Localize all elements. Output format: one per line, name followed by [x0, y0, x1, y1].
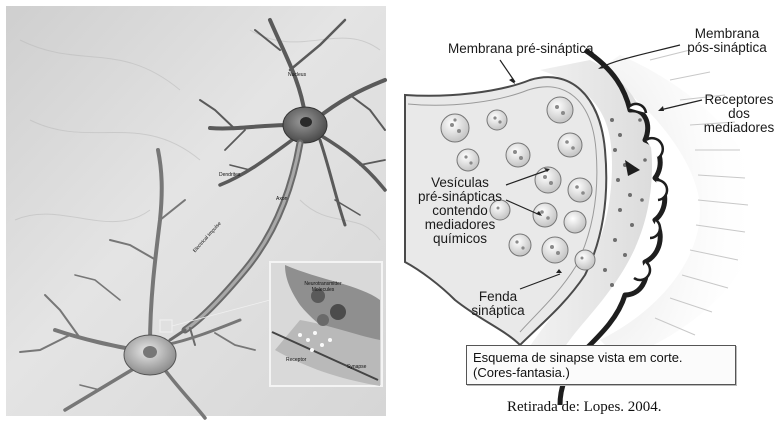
label-receptor: Receptor: [286, 357, 306, 363]
label-receptores: Receptores dos mediadores: [696, 93, 782, 135]
caption-line2: (Cores-fantasia.): [473, 366, 570, 380]
label-vesiculas-line2: pré-sinápticas: [408, 190, 512, 204]
label-receptores-line3: mediadores: [696, 121, 782, 135]
neuron-illustration: [6, 6, 386, 418]
caption-line1: Esquema de sinapse vista em corte.: [473, 351, 683, 365]
label-nucleus: Nucleus: [288, 72, 306, 78]
label-receptores-line1: Receptores: [696, 93, 782, 107]
label-vesiculas-line4: mediadores: [408, 218, 512, 232]
caption-box: Esquema de sinapse vista em corte. (Core…: [466, 345, 736, 385]
label-dendrites: Dendrites: [219, 172, 240, 178]
label-vesiculas-line1: Vesículas: [408, 176, 512, 190]
label-vesiculas-line5: químicos: [408, 232, 512, 246]
label-membrana-pos-line2: pós-sináptica: [675, 41, 779, 55]
label-neurotransmitter: Neurotransmitter Molecules: [303, 281, 343, 293]
label-synapse: Synapse: [347, 364, 366, 370]
label-fenda-line1: Fenda: [466, 290, 530, 304]
label-membrana-pos: Membrana pós-sináptica: [675, 27, 779, 55]
label-vesiculas-line3: contendo: [408, 204, 512, 218]
label-receptores-line2: dos: [696, 107, 782, 121]
label-axon: Axon: [276, 196, 287, 202]
label-membrana-pos-line1: Membrana: [675, 27, 779, 41]
label-membrana-pre: Membrana pré-sináptica: [448, 42, 594, 56]
label-vesiculas: Vesículas pré-sinápticas contendo mediad…: [408, 176, 512, 246]
label-fenda-line2: sináptica: [466, 304, 530, 318]
label-fenda: Fenda sináptica: [466, 290, 530, 318]
source-credit: Retirada de: Lopes. 2004.: [507, 399, 662, 415]
